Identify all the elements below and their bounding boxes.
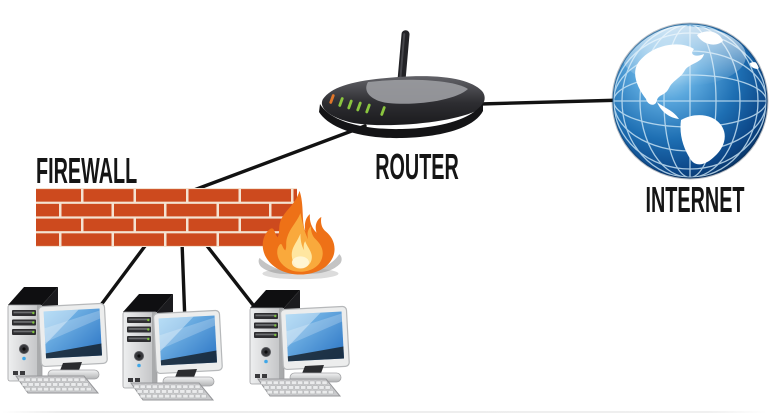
line-router-firewall (184, 124, 367, 195)
internet-label: INTERNET (645, 179, 745, 220)
firewall-label: FIREWALL (36, 150, 138, 191)
router-label: ROUTER (375, 146, 459, 187)
antenna-icon (397, 30, 410, 89)
image-bottom-border (2, 411, 767, 413)
computer-1 (7, 286, 109, 394)
globe-icon (611, 22, 769, 180)
router-leds (329, 94, 386, 116)
computer-3 (249, 289, 351, 397)
computer-2 (122, 293, 224, 401)
firewall-wall (36, 188, 297, 247)
connection-lines (87, 98, 627, 325)
line-firewall-pc2 (180, 240, 187, 325)
flame-icon (258, 190, 342, 280)
router-device (319, 30, 485, 139)
line-router-internet (478, 98, 627, 106)
